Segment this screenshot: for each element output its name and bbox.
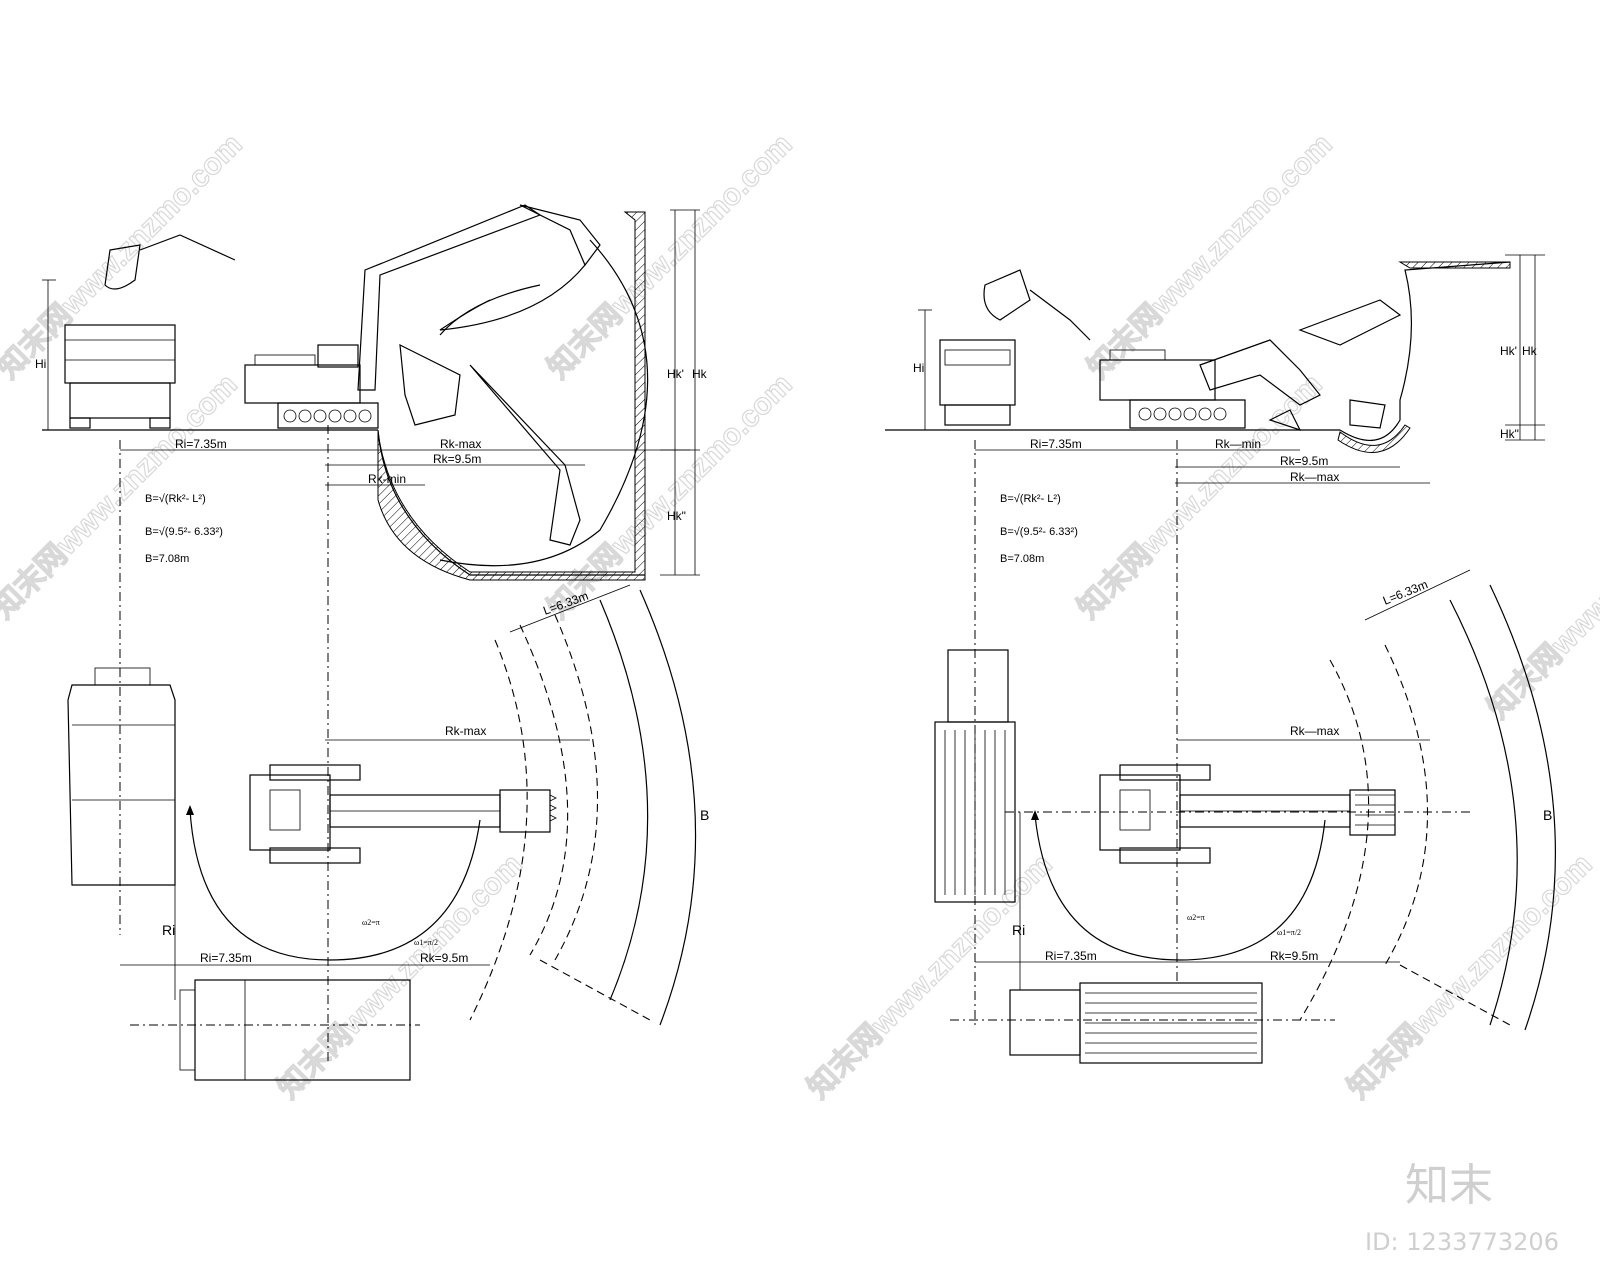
right-ri-label: Ri=7.35m (1030, 437, 1082, 451)
watermark-text: 知末网www.znzmo.com (0, 128, 249, 385)
left-height-dims (42, 209, 700, 576)
right-l-dim-label: L=6.33m (1381, 577, 1430, 608)
hk-prime-label: Hk' (667, 367, 684, 381)
hk-dprime-label: Hk" (667, 509, 686, 523)
rotation-arc (189, 809, 481, 961)
swing-arc-1 (469, 639, 528, 1021)
dump-truck-side (64, 324, 176, 429)
ri-vertical-label: Ri (162, 922, 175, 938)
bench-arc (639, 589, 697, 1026)
watermark-text: 知末网www.znzmo.com (0, 368, 244, 625)
right-hk-label: Hk (1522, 344, 1538, 358)
swing-arc-2 (519, 624, 569, 956)
formula-line-3: B=7.08m (145, 553, 189, 565)
pit-wall-hatch (377, 211, 646, 581)
right-omega2-label: ω2=π (1187, 913, 1205, 922)
watermark-text: 知末网www.znzmo.com (1082, 128, 1339, 385)
right-excavator-plan (1099, 764, 1396, 864)
right-plan-view: L=6.33m Rk—max B ω2=π ω1=π/2 Ri Ri=7.35m… (934, 569, 1557, 1064)
watermark-text: 知末网www.znzmo.com (542, 368, 799, 625)
image-id: ID: 1233773206 (1365, 1228, 1559, 1256)
right-ri-vertical-label: Ri (1012, 922, 1025, 938)
left-plan-view: L=6.33m Rk-max B ω2=π ω1=π/2 Ri Ri=7.35m… (67, 584, 709, 1081)
plan-rk-label: Rk=9.5m (420, 951, 468, 965)
formula-line-1: B=√(Rk²- L²) (145, 493, 206, 505)
watermark-text: 知末网www.znzmo.com (1342, 848, 1599, 1105)
right-formula-line-1: B=√(Rk²- L²) (1000, 493, 1061, 505)
right-side-view: Hi Hk' Hk Hk" Ri=7.35m Rk—min Rk=9.5m Rk… (885, 254, 1545, 565)
b-label: B (700, 807, 709, 823)
right-formula-line-2: B=√(9.5²- 6.33²) (1000, 526, 1078, 538)
brand-logo: 知末 (1405, 1160, 1493, 1211)
hk-label: Hk (692, 367, 708, 381)
right-omega1-label: ω1=π/2 (1277, 928, 1301, 937)
right-hk-dprime-label: Hk" (1500, 427, 1519, 441)
excavator-plan (249, 764, 557, 864)
right-truck-plan-vertical (934, 649, 1016, 903)
hi-label: Hi (35, 357, 46, 371)
right-plan-rk-label: Rk=9.5m (1270, 949, 1318, 963)
right-truck-plan-horizontal (1009, 982, 1263, 1064)
right-hi-label: Hi (913, 361, 924, 375)
right-rk-label: Rk=9.5m (1280, 454, 1328, 468)
right-rk-min-label: Rk—min (1215, 437, 1261, 451)
ri-label: Ri=7.35m (175, 437, 227, 451)
plan-ri-label: Ri=7.35m (200, 951, 252, 965)
right-b-label: B (1543, 807, 1552, 823)
watermark-text: 知末网www.znzmo.com (1482, 468, 1600, 725)
omega1-label: ω1=π/2 (414, 938, 438, 947)
plan-rk-max-label: Rk-max (445, 724, 486, 738)
bucket-arm-sketch (104, 234, 236, 290)
truck-plan-vertical (67, 667, 176, 886)
right-excavator-side (1099, 299, 1402, 432)
truck-plan-horizontal (179, 979, 411, 1081)
right-formula-line-3: B=7.08m (1000, 553, 1044, 565)
left-side-view: Hi Hk' Hk Hk" Ri=7.35m Rk-max Rk=9.5m Rk… (35, 204, 708, 581)
rk-label: Rk=9.5m (433, 452, 481, 466)
rk-min-label: Rk-min (368, 472, 406, 486)
right-plan-ri-label: Ri=7.35m (1045, 949, 1097, 963)
right-pit-profile (1339, 261, 1511, 441)
omega2-label: ω2=π (362, 918, 380, 927)
excavator-side (244, 204, 601, 546)
right-hk-prime-label: Hk' (1500, 344, 1517, 358)
right-truck-side (939, 339, 1016, 426)
formula-line-2: B=√(9.5²- 6.33²) (145, 526, 223, 538)
right-plan-rk-max-label: Rk—max (1290, 724, 1339, 738)
rk-max-label: Rk-max (440, 437, 481, 451)
watermark-text: 知末网www.znzmo.com (1072, 368, 1329, 625)
right-rk-max-label: Rk—max (1290, 470, 1339, 484)
dig-arc (439, 239, 649, 567)
watermark-text: 知末网www.znzmo.com (542, 128, 799, 385)
